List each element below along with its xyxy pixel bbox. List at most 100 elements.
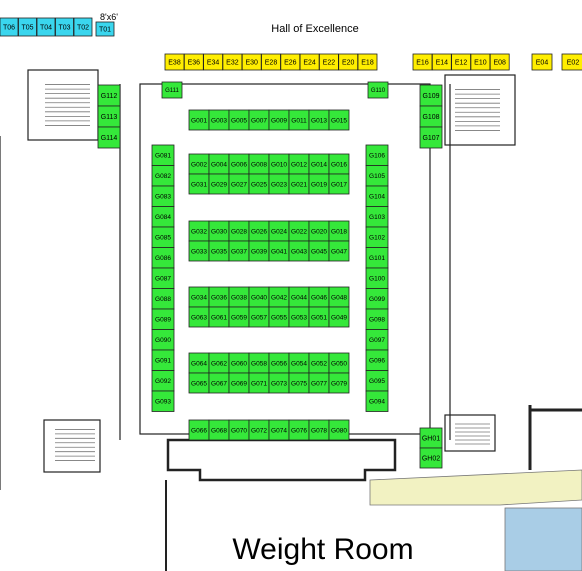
booth-g067[interactable]: G067 xyxy=(208,372,230,394)
booth-g094[interactable]: G094 xyxy=(365,390,389,412)
booth-g068[interactable]: G068 xyxy=(208,419,230,441)
booth-e08[interactable]: E08 xyxy=(489,53,510,71)
booth-g070[interactable]: G070 xyxy=(228,419,250,441)
booth-g005[interactable]: G005 xyxy=(228,109,250,131)
booth-gh02[interactable]: GH02 xyxy=(419,447,443,469)
booth-t01[interactable]: T01 xyxy=(95,21,115,37)
booth-e34[interactable]: E34 xyxy=(203,53,224,71)
booth-g018[interactable]: G018 xyxy=(328,220,350,242)
booth-e12[interactable]: E12 xyxy=(451,53,472,71)
booth-g097[interactable]: G097 xyxy=(365,329,389,351)
booth-gh01[interactable]: GH01 xyxy=(419,427,443,449)
booth-g034[interactable]: G034 xyxy=(188,286,210,308)
booth-g102[interactable]: G102 xyxy=(365,226,389,248)
booth-g031[interactable]: G031 xyxy=(188,173,210,195)
booth-g087[interactable]: G087 xyxy=(151,267,175,289)
booth-g090[interactable]: G090 xyxy=(151,329,175,351)
booth-e36[interactable]: E36 xyxy=(183,53,204,71)
booth-g093[interactable]: G093 xyxy=(151,390,175,412)
booth-g051[interactable]: G051 xyxy=(308,306,330,328)
booth-g048[interactable]: G048 xyxy=(328,286,350,308)
booth-g104[interactable]: G104 xyxy=(365,185,389,207)
booth-g023[interactable]: G023 xyxy=(268,173,290,195)
booth-g076[interactable]: G076 xyxy=(288,419,310,441)
booth-g101[interactable]: G101 xyxy=(365,247,389,269)
booth-g026[interactable]: G026 xyxy=(248,220,270,242)
booth-g032[interactable]: G032 xyxy=(188,220,210,242)
booth-g027[interactable]: G027 xyxy=(228,173,250,195)
booth-g110[interactable]: G110 xyxy=(367,81,389,99)
booth-g010[interactable]: G010 xyxy=(268,153,290,175)
booth-g074[interactable]: G074 xyxy=(268,419,290,441)
booth-g036[interactable]: G036 xyxy=(208,286,230,308)
booth-e14[interactable]: E14 xyxy=(431,53,452,71)
booth-g044[interactable]: G044 xyxy=(288,286,310,308)
booth-g017[interactable]: G017 xyxy=(328,173,350,195)
booth-g106[interactable]: G106 xyxy=(365,144,389,166)
booth-g030[interactable]: G030 xyxy=(208,220,230,242)
booth-g025[interactable]: G025 xyxy=(248,173,270,195)
booth-e10[interactable]: E10 xyxy=(470,53,491,71)
booth-g099[interactable]: G099 xyxy=(365,288,389,310)
booth-g108[interactable]: G108 xyxy=(419,105,443,128)
booth-g049[interactable]: G049 xyxy=(328,306,350,328)
booth-g055[interactable]: G055 xyxy=(268,306,290,328)
booth-g107[interactable]: G107 xyxy=(419,126,443,149)
booth-g006[interactable]: G006 xyxy=(228,153,250,175)
booth-g084[interactable]: G084 xyxy=(151,206,175,228)
booth-g028[interactable]: G028 xyxy=(228,220,250,242)
booth-g047[interactable]: G047 xyxy=(328,240,350,262)
booth-g071[interactable]: G071 xyxy=(248,372,270,394)
booth-g024[interactable]: G024 xyxy=(268,220,290,242)
booth-g002[interactable]: G002 xyxy=(188,153,210,175)
booth-t06[interactable]: T06 xyxy=(0,17,19,37)
booth-g069[interactable]: G069 xyxy=(228,372,250,394)
booth-e20[interactable]: E20 xyxy=(338,53,359,71)
booth-g085[interactable]: G085 xyxy=(151,226,175,248)
booth-g012[interactable]: G012 xyxy=(288,153,310,175)
booth-g079[interactable]: G079 xyxy=(328,372,350,394)
booth-g015[interactable]: G015 xyxy=(328,109,350,131)
booth-e22[interactable]: E22 xyxy=(318,53,339,71)
booth-g098[interactable]: G098 xyxy=(365,308,389,330)
booth-g064[interactable]: G064 xyxy=(188,352,210,374)
booth-g001[interactable]: G001 xyxy=(188,109,210,131)
booth-e26[interactable]: E26 xyxy=(280,53,301,71)
booth-t05[interactable]: T05 xyxy=(18,17,37,37)
booth-t04[interactable]: T04 xyxy=(36,17,56,37)
booth-e32[interactable]: E32 xyxy=(222,53,243,71)
booth-g063[interactable]: G063 xyxy=(188,306,210,328)
booth-g111[interactable]: G111 xyxy=(161,81,183,99)
booth-g056[interactable]: G056 xyxy=(268,352,290,374)
booth-g065[interactable]: G065 xyxy=(188,372,210,394)
booth-g038[interactable]: G038 xyxy=(228,286,250,308)
booth-g072[interactable]: G072 xyxy=(248,419,270,441)
booth-g019[interactable]: G019 xyxy=(308,173,330,195)
booth-g013[interactable]: G013 xyxy=(308,109,330,131)
booth-g061[interactable]: G061 xyxy=(208,306,230,328)
booth-g040[interactable]: G040 xyxy=(248,286,270,308)
booth-g113[interactable]: G113 xyxy=(97,105,121,128)
booth-e30[interactable]: E30 xyxy=(241,53,262,71)
booth-g014[interactable]: G014 xyxy=(308,153,330,175)
booth-g114[interactable]: G114 xyxy=(97,126,121,149)
booth-g088[interactable]: G088 xyxy=(151,288,175,310)
booth-g075[interactable]: G075 xyxy=(288,372,310,394)
booth-g059[interactable]: G059 xyxy=(228,306,250,328)
booth-g009[interactable]: G009 xyxy=(268,109,290,131)
booth-g052[interactable]: G052 xyxy=(308,352,330,374)
booth-g020[interactable]: G020 xyxy=(308,220,330,242)
booth-g078[interactable]: G078 xyxy=(308,419,330,441)
booth-e02[interactable]: E02 xyxy=(561,53,582,71)
booth-e24[interactable]: E24 xyxy=(299,53,320,71)
booth-g035[interactable]: G035 xyxy=(208,240,230,262)
booth-e04[interactable]: E04 xyxy=(531,53,553,71)
booth-g112[interactable]: G112 xyxy=(97,84,121,107)
booth-g089[interactable]: G089 xyxy=(151,308,175,330)
booth-g057[interactable]: G057 xyxy=(248,306,270,328)
booth-g073[interactable]: G073 xyxy=(268,372,290,394)
booth-g021[interactable]: G021 xyxy=(288,173,310,195)
booth-g011[interactable]: G011 xyxy=(288,109,310,131)
booth-g041[interactable]: G041 xyxy=(268,240,290,262)
booth-g007[interactable]: G007 xyxy=(248,109,270,131)
